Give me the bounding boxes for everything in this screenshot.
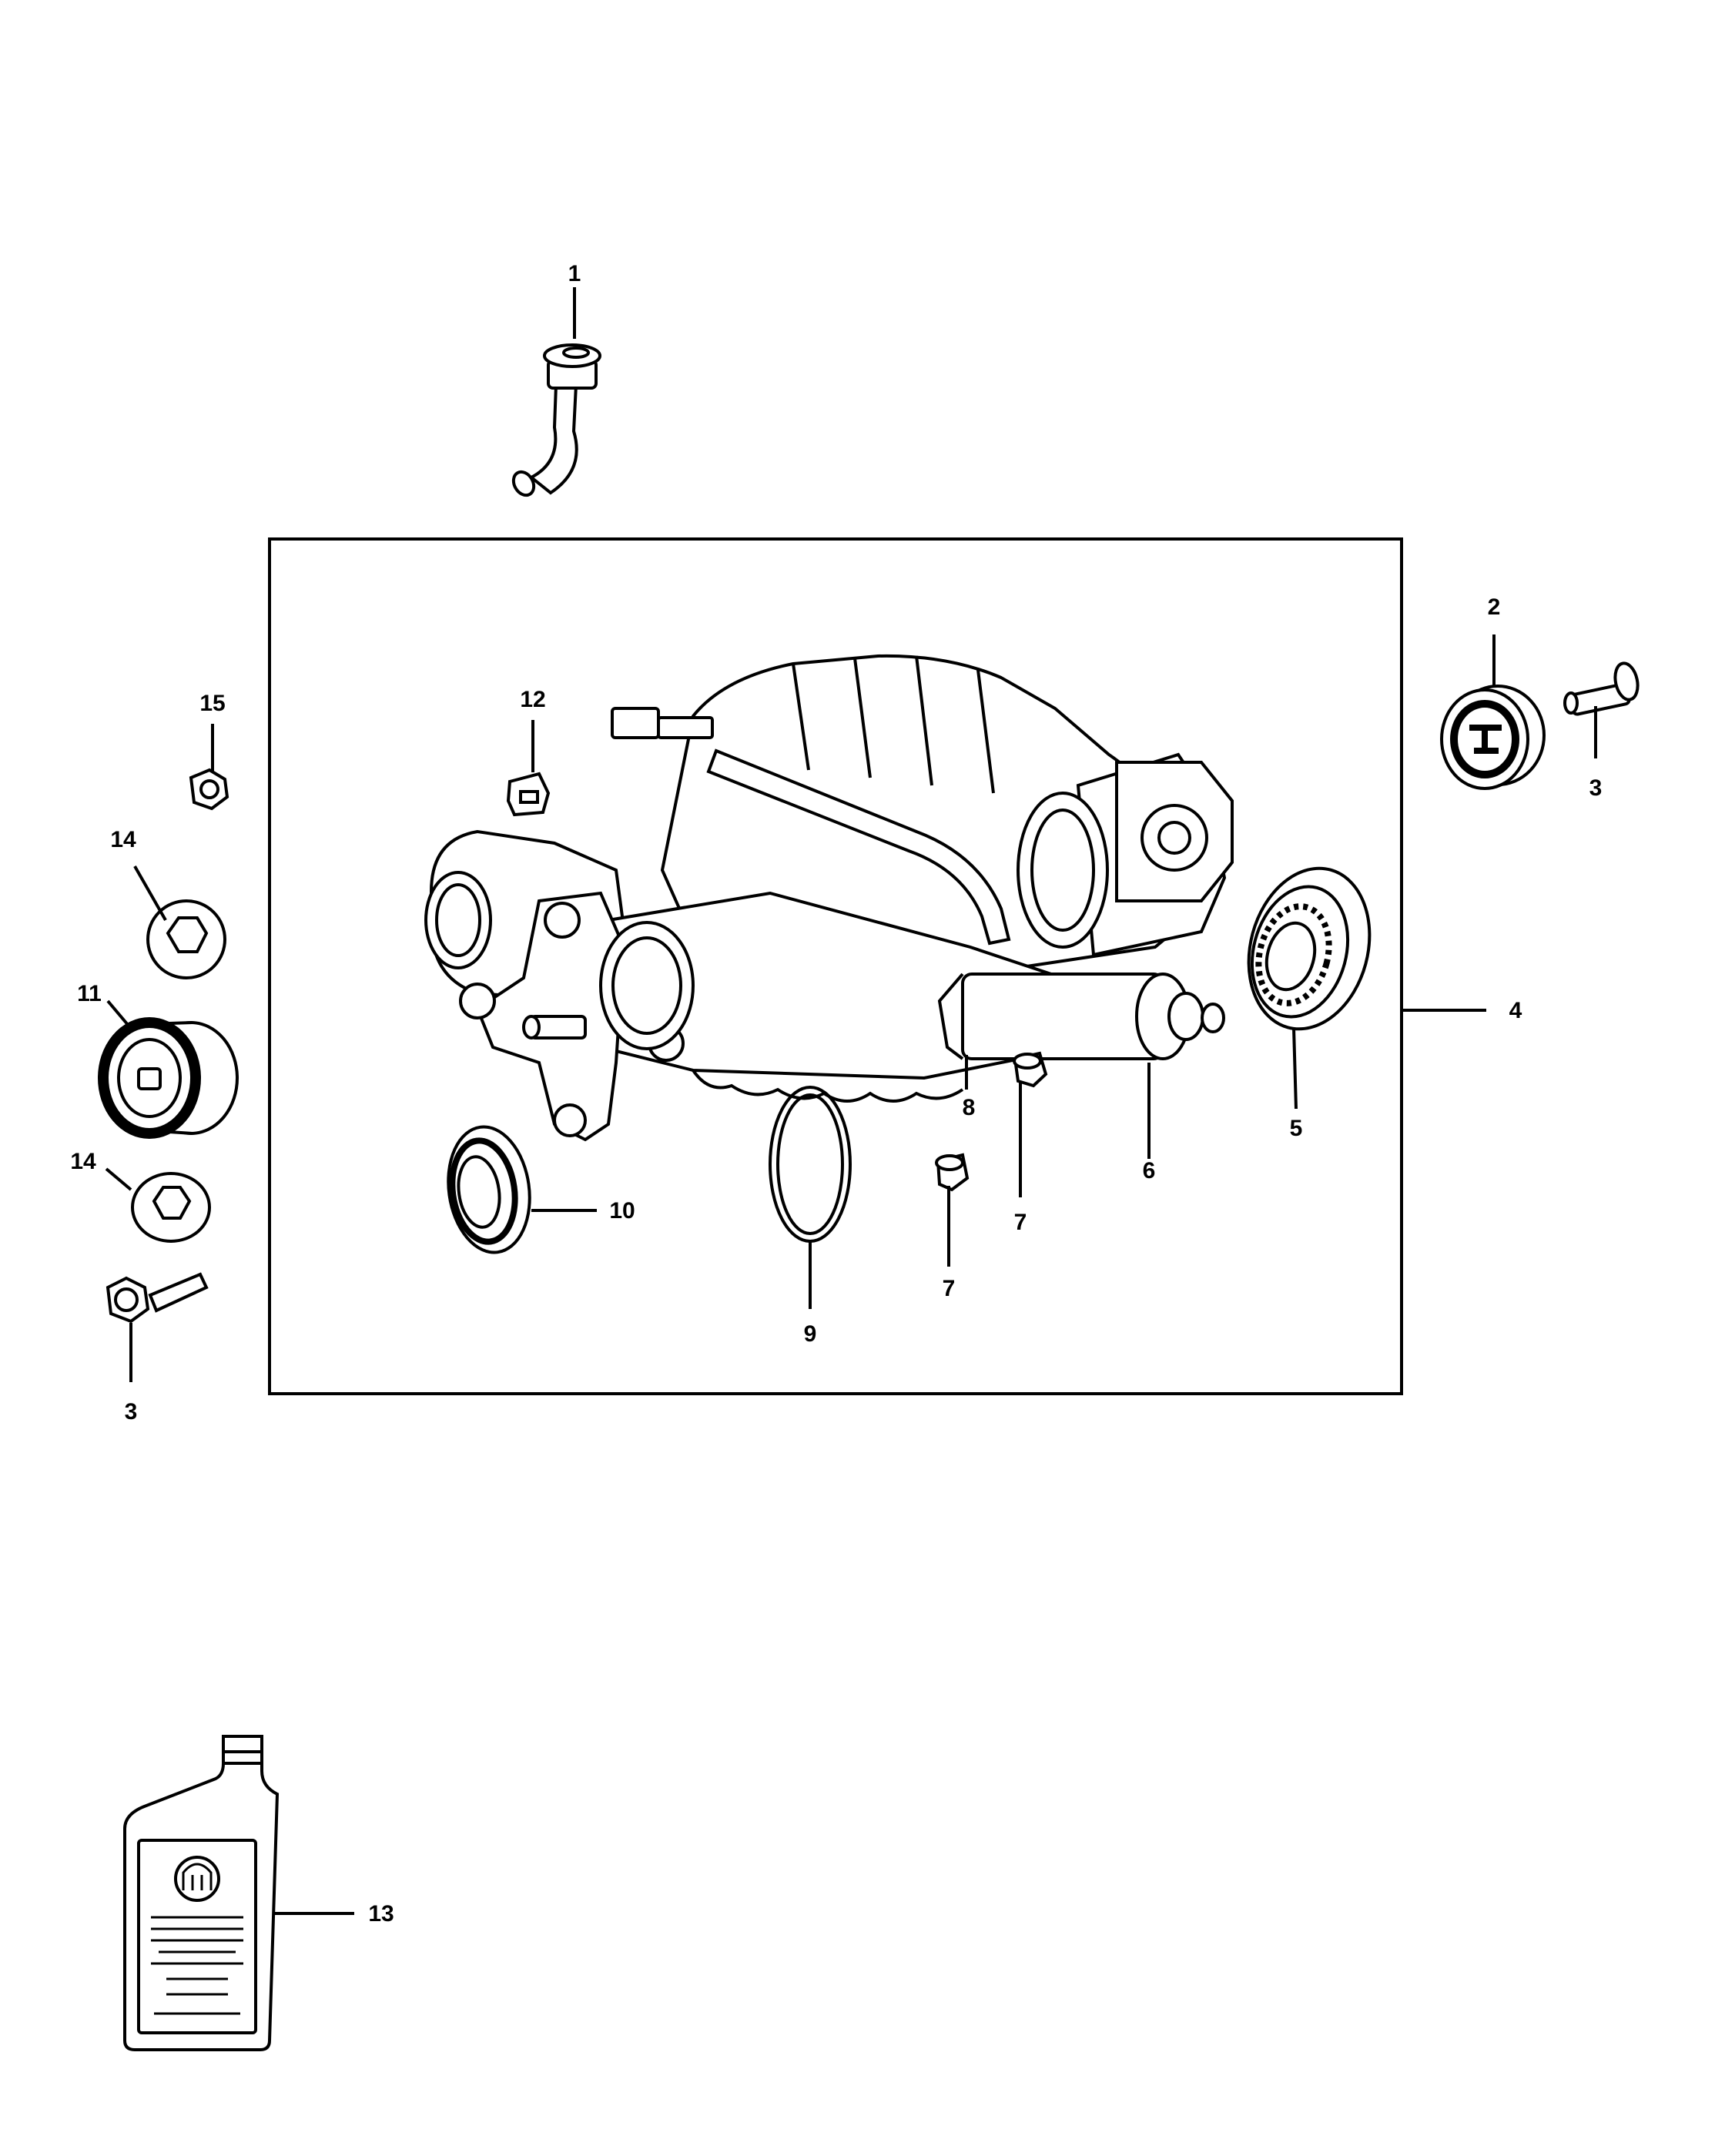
part-12-clip[interactable] [506, 772, 551, 817]
part-13-lubricant-bottle[interactable] [123, 1735, 280, 2051]
callout-7-left: 7 [943, 1276, 956, 1301]
part-10-seal[interactable] [440, 1122, 538, 1258]
part-7-plug-right[interactable] [1013, 1051, 1048, 1088]
callout-13: 13 [368, 1901, 394, 1927]
callout-7-right: 7 [1014, 1210, 1027, 1235]
callout-12: 12 [520, 687, 545, 712]
callout-14-lower: 14 [70, 1149, 96, 1174]
callout-6: 6 [1143, 1158, 1156, 1183]
leader-14-lower [105, 1167, 132, 1191]
part-7-plug-left[interactable] [935, 1153, 970, 1192]
callout-1: 1 [568, 261, 581, 286]
callout-3-lower: 3 [125, 1399, 138, 1424]
part-15-nut[interactable] [189, 768, 229, 811]
part-9-o-ring[interactable] [769, 1086, 852, 1243]
callout-15: 15 [199, 691, 225, 716]
part-14-washer-upper[interactable] [146, 899, 226, 979]
callout-9: 9 [804, 1321, 817, 1347]
leader-14-upper [133, 865, 167, 921]
callout-4: 4 [1509, 998, 1522, 1023]
assembly-frame [268, 537, 1403, 1395]
part-4-differential-assembly[interactable] [424, 654, 1234, 1142]
callout-10: 10 [609, 1198, 635, 1224]
callout-8: 8 [963, 1095, 976, 1120]
leader-5 [1292, 1027, 1298, 1110]
part-3-bolt-upper[interactable] [1563, 661, 1641, 716]
part-5-bearing[interactable] [1231, 855, 1387, 1043]
part-2-bushing[interactable] [1440, 685, 1546, 790]
callout-5: 5 [1290, 1116, 1303, 1141]
part-3-bolt-lower[interactable] [106, 1272, 209, 1324]
callout-11: 11 [77, 981, 102, 1006]
callout-3-upper: 3 [1589, 775, 1603, 801]
part-14-washer-lower[interactable] [131, 1172, 211, 1243]
part-11-bushing[interactable] [98, 1017, 239, 1139]
part-1-vent-tube[interactable] [510, 343, 601, 499]
callout-2: 2 [1488, 594, 1501, 620]
callout-14-upper: 14 [110, 827, 136, 852]
leader-11 [106, 999, 134, 1032]
